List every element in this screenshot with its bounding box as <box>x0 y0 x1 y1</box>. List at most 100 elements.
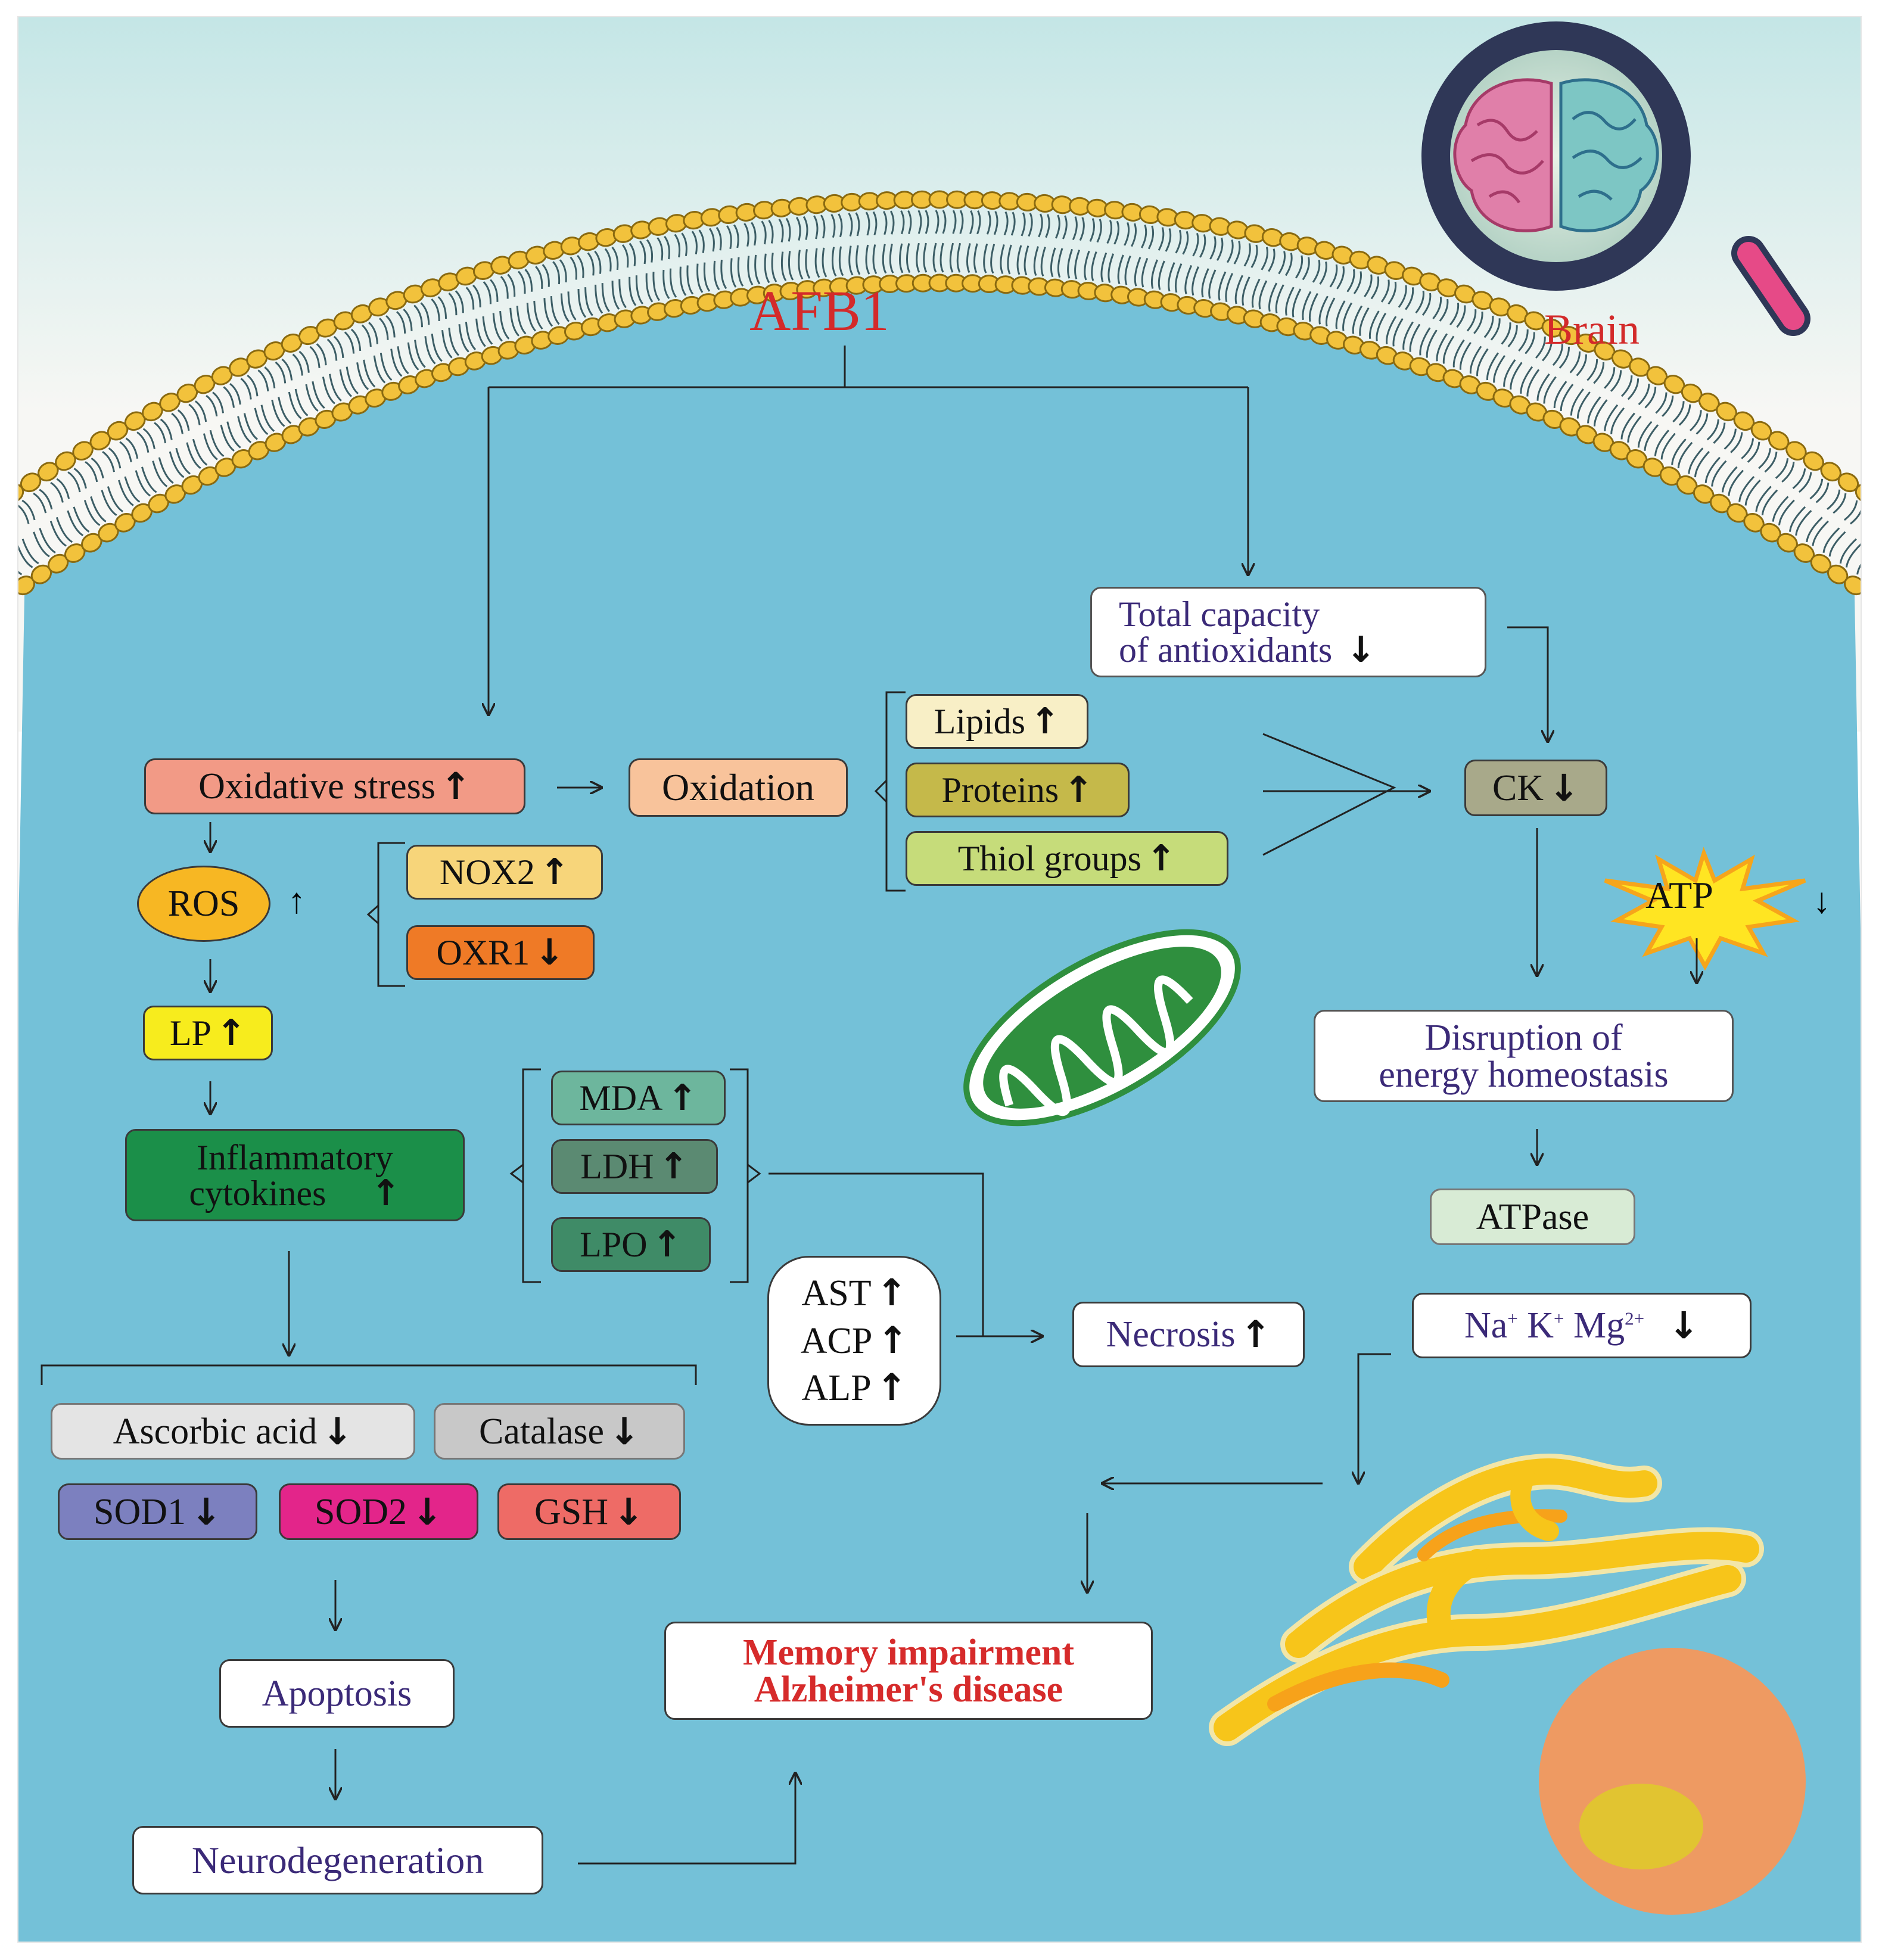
energy-disruption-line1: Disruption of <box>1424 1017 1623 1058</box>
total-capacity-line1: Total capacity <box>1119 595 1320 634</box>
alp-label: ALP <box>801 1368 872 1409</box>
magnesium-ion: Mg2+ <box>1573 1305 1645 1346</box>
up-arrow-icon: ↑ <box>667 1077 698 1119</box>
mitochondrion-icon <box>963 929 1241 1127</box>
up-arrow-icon: ↑ <box>440 764 471 808</box>
up-arrow-icon: ↑ <box>1146 838 1177 879</box>
oxidation-box: Oxidation <box>629 758 848 817</box>
up-arrow-icon: ↑ <box>1030 701 1060 742</box>
energy-disruption-line2: energy homeostasis <box>1379 1054 1669 1095</box>
down-arrow-icon: ↓ <box>412 1489 443 1533</box>
ldh-label: LDH <box>580 1147 654 1186</box>
lp-label: LP <box>169 1013 211 1053</box>
ros-label: ROS <box>167 883 240 924</box>
ros-up-arrow-icon: ↑ <box>288 881 306 920</box>
mda-label: MDA <box>579 1078 663 1118</box>
down-arrow-icon: ↓ <box>613 1489 644 1533</box>
frame-border <box>17 16 1862 1943</box>
nucleus-icon <box>1539 1648 1806 1915</box>
alp-row: ALP↑ <box>801 1364 907 1412</box>
down-arrow-icon: ↓ <box>322 1409 353 1453</box>
up-arrow-icon: ↑ <box>216 1012 247 1054</box>
oxidative-stress-box: Oxidative stress ↑ <box>144 758 525 814</box>
sod1-box: SOD1 ↓ <box>58 1483 257 1540</box>
proteins-label: Proteins <box>941 770 1059 810</box>
acp-label: ACP <box>800 1320 873 1361</box>
up-arrow-icon: ↑ <box>1240 1312 1271 1356</box>
gsh-label: GSH <box>534 1491 609 1532</box>
ck-label: CK <box>1492 767 1544 808</box>
catalase-box: Catalase ↓ <box>434 1403 685 1460</box>
nox2-box: NOX2 ↑ <box>406 845 603 900</box>
down-arrow-icon: ↓ <box>1548 766 1580 810</box>
phospholipid-head <box>1844 575 1861 596</box>
proteins-box: Proteins ↑ <box>906 763 1130 817</box>
lp-box: LP ↑ <box>143 1006 273 1060</box>
down-arrow-icon: ↓ <box>1346 629 1376 671</box>
oxidation-label: Oxidation <box>662 766 814 808</box>
connector-lines <box>41 346 1697 1865</box>
brain-magnifier-icon <box>1421 21 1810 336</box>
oxidative-stress-label: Oxidative stress <box>198 766 435 807</box>
atp-label: ATP <box>1645 874 1713 916</box>
inflammatory-line2-row: cytokines ↑ <box>189 1175 400 1211</box>
lipids-box: Lipids ↑ <box>906 694 1088 749</box>
nox2-label: NOX2 <box>439 853 535 892</box>
mda-box: MDA ↑ <box>551 1071 726 1125</box>
ldh-box: LDH ↑ <box>551 1139 718 1194</box>
neurodegeneration-label: Neurodegeneration <box>191 1838 484 1881</box>
down-arrow-icon: ↓ <box>191 1489 222 1533</box>
apoptosis-box: Apoptosis <box>219 1659 455 1728</box>
memory-impairment-box: Memory impairment Alzheimer's disease <box>664 1622 1153 1720</box>
down-arrow-icon: ↓ <box>609 1409 640 1453</box>
total-capacity-line2-row: of antioxidants ↓ <box>1119 632 1376 668</box>
up-arrow-icon: ↑ <box>1063 769 1094 811</box>
down-arrow-icon: ↓ <box>1668 1303 1700 1347</box>
atpase-box: ATPase <box>1430 1189 1635 1245</box>
apoptosis-label: Apoptosis <box>262 1673 412 1714</box>
ast-label: AST <box>801 1273 872 1314</box>
sod2-box: SOD2 ↓ <box>279 1483 478 1540</box>
up-arrow-icon: ↑ <box>371 1172 401 1214</box>
membrane-tail-layer <box>18 210 1861 575</box>
oxr1-label: OXR1 <box>436 933 530 972</box>
inflammatory-line1: Inflammatory <box>197 1137 393 1177</box>
total-capacity-line2: of antioxidants <box>1119 630 1333 670</box>
up-arrow-icon: ↑ <box>877 1318 909 1362</box>
up-arrow-icon: ↑ <box>876 1365 907 1410</box>
atpase-label: ATPase <box>1476 1196 1589 1237</box>
oxr1-box: OXR1 ↓ <box>406 925 595 980</box>
up-arrow-icon: ↑ <box>658 1146 689 1187</box>
up-arrow-icon: ↑ <box>652 1224 682 1265</box>
lpo-label: LPO <box>580 1225 648 1264</box>
ions-box: Na+ K+ Mg2+ ↓ <box>1412 1293 1752 1358</box>
atp-starburst-icon <box>1604 847 1806 971</box>
memory-impairment-line2: Alzheimer's disease <box>754 1669 1063 1710</box>
potassium-ion: K+ <box>1527 1305 1564 1346</box>
membrane-heads <box>0 190 1861 596</box>
acp-row: ACP↑ <box>801 1317 909 1365</box>
ck-box: CK ↓ <box>1464 760 1607 816</box>
atp-down-arrow-icon: ↓ <box>1813 881 1831 920</box>
up-arrow-icon: ↑ <box>539 851 570 893</box>
lpo-box: LPO ↑ <box>551 1217 711 1272</box>
memory-impairment-line1: Memory impairment <box>742 1632 1075 1673</box>
necrosis-box: Necrosis ↑ <box>1072 1302 1305 1367</box>
gsh-box: GSH ↓ <box>497 1483 681 1540</box>
sod1-label: SOD1 <box>94 1491 186 1532</box>
necrosis-label: Necrosis <box>1106 1314 1236 1355</box>
liver-enzymes-box: AST↑ ACP↑ ALP↑ <box>767 1256 941 1426</box>
up-arrow-icon: ↑ <box>876 1271 907 1315</box>
golgi-apparatus-icon <box>1209 1453 1764 1746</box>
total-capacity-box: Total capacity of antioxidants ↓ <box>1090 587 1486 677</box>
down-arrow-icon: ↓ <box>534 932 565 973</box>
thiol-groups-box: Thiol groups ↑ <box>906 831 1228 886</box>
energy-disruption-box: Disruption of energy homeostasis <box>1314 1010 1734 1102</box>
phospholipid-head <box>0 492 9 517</box>
thiol-groups-label: Thiol groups <box>957 839 1142 878</box>
sod2-label: SOD2 <box>315 1491 407 1532</box>
inflammatory-line2: cytokines <box>189 1173 326 1213</box>
ascorbic-acid-label: Ascorbic acid <box>113 1411 318 1452</box>
inflammatory-cytokines-box: Inflammatory cytokines ↑ <box>125 1129 465 1221</box>
